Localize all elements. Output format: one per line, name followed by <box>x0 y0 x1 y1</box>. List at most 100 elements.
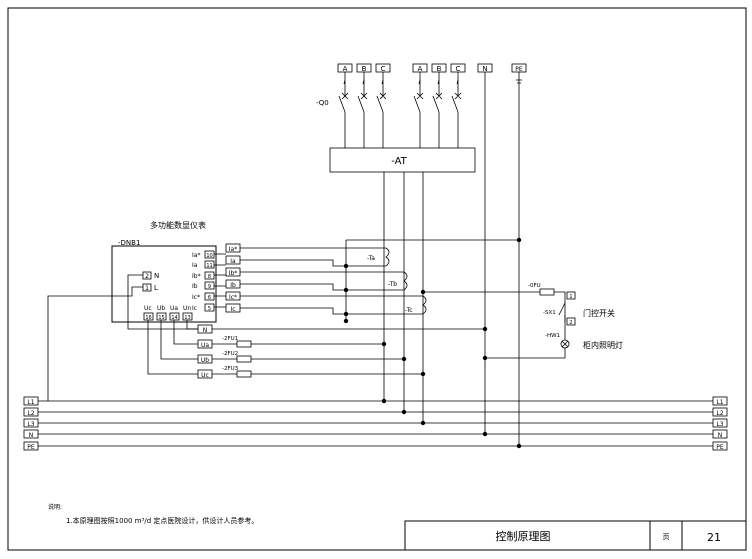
input-terminal-a2: A <box>418 65 423 73</box>
ct-terminal-ib: Ib <box>230 282 236 289</box>
bus-l1-right: L1 <box>716 399 723 406</box>
meter-terminal-6: 6 <box>208 295 211 301</box>
meter-ua-label: Ua <box>170 305 178 312</box>
notes-line-1: 1.本原理图按照1000 m³/d 定点医院设计，供设计人员参考。 <box>66 516 258 525</box>
meter-terminal-14: 14 <box>171 315 177 321</box>
bus-l1-left: L1 <box>27 399 34 406</box>
meter-l-label: L <box>154 284 158 292</box>
side-terminal-ua: Ua <box>201 342 209 349</box>
ct-terminal-ia: Ia <box>230 258 236 265</box>
ct-terminal-ic-star: Ic* <box>229 294 237 301</box>
ct-c-coil <box>422 295 427 315</box>
meter-terminal-8: 8 <box>208 274 211 280</box>
breaker-q0: -Q0 <box>316 72 462 148</box>
bus-l2-left: L2 <box>27 410 34 417</box>
meter-designator: -DNB1 <box>118 239 140 247</box>
meter-n-label: N <box>154 272 159 280</box>
meter-ib-star-label: Ib* <box>192 273 201 280</box>
fuse-2fu1-label: -2FU1 <box>222 336 238 342</box>
meter-title: 多功能数显仪表 <box>150 220 206 230</box>
page-number: 21 <box>707 531 721 544</box>
ats-label: -AT <box>391 156 407 167</box>
side-terminal-uc: Uc <box>201 372 209 379</box>
meter-ub-label: Ub <box>157 305 165 312</box>
input-terminal-a1: A <box>343 65 348 73</box>
junction-dots <box>343 237 522 449</box>
ats-box <box>329 147 476 173</box>
current-transformers: -Ta -Tb -Tc <box>367 247 427 315</box>
cabinet-lamp-text: 柜内照明灯 <box>583 340 623 350</box>
meter-terminal-5: 5 <box>208 306 211 312</box>
notes-heading: 说明: <box>48 503 62 511</box>
meter-voltage-inputs: Uc Ub Ua Un 16 15 14 13 <box>143 305 193 321</box>
bus-n-right: N <box>718 432 723 439</box>
ct-a-label: -Ta <box>367 255 375 262</box>
meter-terminal-10: 10 <box>206 253 212 259</box>
breaker-label: -Q0 <box>316 99 329 107</box>
fuse-0fu-label: -0FU <box>528 283 541 289</box>
switch-sx1-label: -SX1 <box>543 310 556 316</box>
meter-ic-star-label: Ic* <box>192 294 200 301</box>
meter-current-inputs: Ia* 10 Ia 11 Ib* 8 Ib 9 Ic* 6 Ic 5 <box>192 250 215 312</box>
ct-terminal-ib-star: Ib* <box>229 270 238 277</box>
meter-ia-label: Ia <box>192 262 198 269</box>
cabinet-lighting-circuit: -0FU 1 2 -SX1 门控开关 -HW1 柜内照明灯 <box>423 283 623 359</box>
lamp-hw1-label: -HW1 <box>545 333 560 339</box>
input-terminal-c2: C <box>456 65 461 73</box>
ct-c-label: -Tc <box>405 307 413 314</box>
meter-terminal-9: 9 <box>208 284 211 290</box>
bus-l2-right: L2 <box>716 410 723 417</box>
meter-ic-label: Ic <box>192 305 197 312</box>
meter-voltage-wiring <box>147 320 198 375</box>
input-terminal-b1: B <box>362 65 367 73</box>
bus-pe-left: PE <box>27 444 35 451</box>
bus-n-left: N <box>29 432 34 439</box>
meter-power-terminals: 2 N 1 L <box>142 271 159 292</box>
ct-terminal-ic: Ic <box>230 306 235 313</box>
ct-b-label: -Tb <box>388 281 397 288</box>
light-terminal-2: 2 <box>569 320 572 326</box>
voltage-fuses: -2FU1 -2FU2 -2FU3 <box>222 336 252 378</box>
bus-l3-right: L3 <box>716 421 723 428</box>
door-switch-text: 门控开关 <box>583 308 615 318</box>
page-label: 页 <box>663 533 670 541</box>
ct-b-coil <box>403 271 408 291</box>
meter-un-label: Un <box>183 305 191 312</box>
ct-common-wire <box>345 239 519 321</box>
meter-terminal-11: 11 <box>206 263 212 269</box>
light-terminal-1: 1 <box>569 294 572 300</box>
fuse-2fu3-label: -2FU3 <box>222 366 239 372</box>
meter-ct-wires <box>214 253 226 308</box>
drawing-title: 控制原理图 <box>496 529 551 543</box>
incoming-terminals: A B C A B C N PE <box>337 63 527 73</box>
input-terminal-c1: C <box>381 65 386 73</box>
meter-power-wiring <box>47 274 212 401</box>
meter-box <box>111 245 217 323</box>
meter-uc-label: Uc <box>144 305 152 312</box>
bus-l3-left: L3 <box>27 421 34 428</box>
side-terminal-ub: Ub <box>201 357 209 364</box>
bus-pe-right: PE <box>716 444 724 451</box>
input-terminal-n: N <box>482 65 487 73</box>
ct-secondary-wiring <box>240 247 423 315</box>
ats-output-wires <box>383 172 424 423</box>
pe-marker <box>516 79 522 84</box>
side-terminal-n: N <box>203 327 208 334</box>
ct-a-coil <box>385 247 390 267</box>
meter-terminal-15: 15 <box>158 315 164 321</box>
meter-terminal-13: 13 <box>184 315 190 321</box>
input-terminal-pe: PE <box>515 66 523 73</box>
input-terminal-b2: B <box>437 65 442 73</box>
fuse-2fu2-label: -2FU2 <box>222 351 238 357</box>
meter-ib-label: Ib <box>192 283 198 290</box>
meter-ia-star-label: Ia* <box>192 252 200 259</box>
meter-terminal-16: 16 <box>145 315 151 321</box>
meter-n-terminal: 2 <box>145 273 149 280</box>
voltage-terminal-strip: N Ua Ub Uc <box>197 324 213 379</box>
title-block: 控制原理图 页 21 <box>404 520 747 551</box>
drawing-frame <box>7 7 747 551</box>
voltage-fuse-wiring <box>212 328 485 375</box>
ct-terminal-ia-star: Ia* <box>229 246 237 253</box>
